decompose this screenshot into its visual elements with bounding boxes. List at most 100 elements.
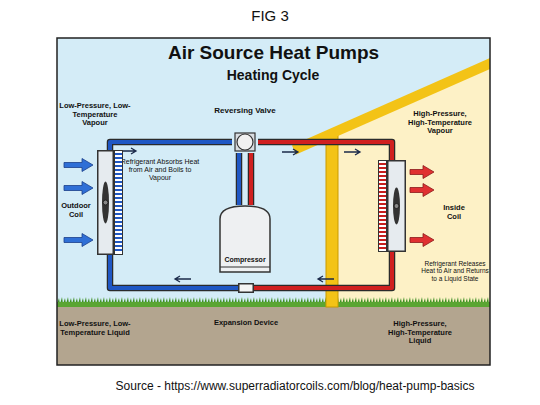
state-label: Low-Pressure, Low-Temperature Vapour: [59, 102, 131, 128]
outdoor-coil: Outdoor Coil: [97, 150, 123, 255]
compressor: Compressor: [219, 205, 271, 273]
coil-fin: [115, 193, 122, 195]
warm-air-arrow: [410, 234, 434, 247]
expansion-body: [239, 284, 254, 293]
compressor-base: [220, 267, 270, 268]
refrigerant-pipe: [239, 153, 240, 205]
fan-blade: [102, 182, 109, 224]
expansion-device-label: Expansion Device: [214, 319, 278, 328]
pipe-core: [237, 153, 241, 205]
coil-fin: [379, 211, 386, 213]
pipe-core: [249, 153, 253, 205]
refrigerant-pipe: [254, 252, 392, 288]
pipe-outline: [236, 153, 243, 205]
coil-fin: [379, 219, 386, 221]
coil-fin: [379, 187, 386, 189]
coil-fin: [379, 235, 386, 237]
coil-fin: [115, 185, 122, 187]
coil-fin: [379, 179, 386, 181]
coil-fin: [379, 199, 386, 201]
expansion-device: Expansion Device: [238, 283, 254, 293]
pipe-core: [110, 142, 232, 150]
house-roof: [294, 59, 490, 150]
coil-fin: [379, 239, 386, 241]
coil-fin: [379, 167, 386, 169]
coil-fin: [115, 233, 122, 235]
reversing-valve-label: Reversing Valve: [214, 106, 275, 115]
figure-number: FIG 3: [210, 7, 330, 24]
coil-fin: [115, 205, 122, 207]
coil-fin: [379, 203, 386, 205]
coil-fin: [115, 245, 122, 247]
coil-fin: [115, 241, 122, 243]
coil-fin: [379, 247, 386, 249]
cold-air-arrow: [64, 159, 93, 172]
cold-air-arrow: [64, 234, 93, 247]
coil-fin: [379, 191, 386, 193]
coil-fin: [379, 163, 386, 165]
diagram-title: Air Source Heat Pumps: [57, 42, 490, 64]
coil-fin: [115, 209, 122, 211]
grass-blades: [57, 296, 490, 306]
fan-hub: [394, 204, 399, 209]
fan-hub: [103, 200, 108, 205]
warm-air-arrow: [410, 166, 434, 179]
coil-fin: [379, 243, 386, 245]
expansion-device-shape: [238, 283, 254, 293]
flow-arrow: [282, 149, 298, 155]
coil-fin: [115, 217, 122, 219]
pipe-core: [258, 142, 392, 160]
coil-fin: [115, 177, 122, 179]
coil-fins: [379, 161, 387, 252]
pipe-outline: [248, 153, 255, 205]
pipe-outline: [258, 142, 392, 160]
refrigerant-pipe: [110, 255, 238, 288]
source-caption: Source - https://www.superradiatorcoils.…: [50, 380, 540, 394]
outdoor-coil-shape: [97, 150, 123, 255]
reversing-valve-shape: [232, 131, 258, 153]
coil-fin: [115, 221, 122, 223]
inside-coil-shape: [378, 160, 406, 252]
coil-fin: [379, 195, 386, 197]
refrigerant-pipe: [110, 142, 232, 150]
house-wall: [326, 132, 338, 307]
coil-fin: [115, 201, 122, 203]
grass-strip: [57, 302, 490, 307]
refrigerant-pipe: [251, 153, 252, 205]
diagram-subtitle: Heating Cycle: [173, 67, 373, 83]
coil-fin: [379, 227, 386, 229]
pipe-outline: [110, 255, 238, 288]
fan-blade: [393, 188, 400, 225]
coil-fins: [115, 151, 123, 255]
pipe-outline: [110, 142, 232, 150]
coil-fin: [115, 165, 122, 167]
state-label: High-Pressure, High-Temperature Vapour: [404, 110, 476, 136]
fan-housing: [98, 151, 114, 255]
coil-fin: [115, 169, 122, 171]
flow-arrow: [175, 276, 191, 282]
compressor-label: Compressor: [224, 256, 265, 264]
coil-fin: [379, 175, 386, 177]
coil-fin: [379, 183, 386, 185]
fan-housing: [388, 161, 406, 252]
coil-fin: [379, 207, 386, 209]
valve-body: [235, 133, 255, 151]
pipe-core: [110, 255, 238, 288]
coil-fin: [379, 215, 386, 217]
coil-fin: [115, 161, 122, 163]
state-label: Low-Pressure, Low-Temperature Liquid: [59, 320, 131, 337]
coil-fin: [379, 231, 386, 233]
coil-fin: [379, 171, 386, 173]
coil-fin: [115, 225, 122, 227]
cold-air-arrow: [64, 182, 93, 195]
state-label: High-Pressure, High-Temperature Liquid: [384, 320, 456, 346]
flow-arrow: [344, 149, 360, 155]
refrigerant-pipe: [258, 142, 392, 160]
process-note: Refrigerant Absorbs Heat from Air and Bo…: [120, 158, 200, 182]
pipe-outline: [254, 252, 392, 288]
coil-fin: [115, 157, 122, 159]
pipe-core: [254, 252, 392, 288]
coil-fin: [115, 181, 122, 183]
coil-fin: [115, 229, 122, 231]
coil-fin: [379, 223, 386, 225]
